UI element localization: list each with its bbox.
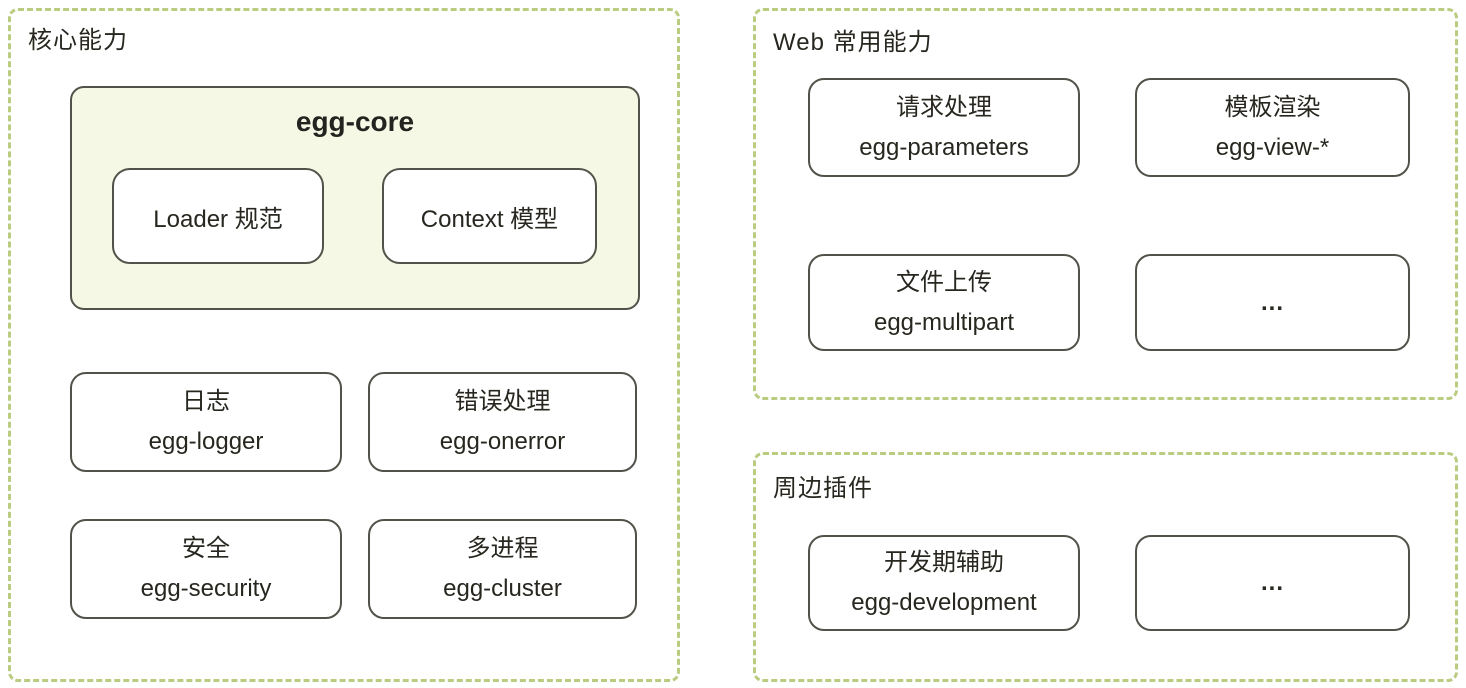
node-context: Context 模型 <box>382 168 597 264</box>
node-package: egg-security <box>140 575 272 602</box>
node-label: Loader 规范 <box>153 205 283 233</box>
node-package: egg-multipart <box>873 308 1015 336</box>
node-web-more: ... <box>1135 254 1410 351</box>
node-label: 请求处理 <box>896 93 992 121</box>
node-plugins-more: ... <box>1135 535 1410 631</box>
node-package: egg-view-* <box>1215 133 1330 161</box>
panel-plugins-title: 周边插件 <box>773 475 873 502</box>
node-label: ... <box>1260 288 1284 316</box>
node-label: 错误处理 <box>454 388 551 415</box>
node-package: egg-development <box>851 589 1037 616</box>
node-label: 文件上传 <box>896 268 992 296</box>
node-label: 模板渲染 <box>1224 93 1321 121</box>
panel-plugins <box>753 452 1458 682</box>
node-label: Context 模型 <box>420 205 559 233</box>
node-logger: 日志 egg-logger <box>70 372 342 472</box>
panel-core-title: 核心能力 <box>28 27 128 54</box>
panel-core-capabilities <box>8 8 680 682</box>
node-package: egg-onerror <box>439 428 566 455</box>
node-view: 模板渲染 egg-view-* <box>1135 78 1410 177</box>
node-security: 安全 egg-security <box>70 519 342 619</box>
node-label: 多进程 <box>466 535 539 562</box>
node-development: 开发期辅助 egg-development <box>808 535 1080 631</box>
node-package: egg-cluster <box>443 575 562 602</box>
node-label: 开发期辅助 <box>884 549 1004 576</box>
node-parameters: 请求处理 egg-parameters <box>808 78 1080 177</box>
node-label: 安全 <box>182 535 230 562</box>
node-package: egg-parameters <box>859 133 1029 161</box>
node-label: 日志 <box>182 388 230 415</box>
node-cluster: 多进程 egg-cluster <box>368 519 637 619</box>
panel-web-capabilities <box>753 8 1458 400</box>
node-loader: Loader 规范 <box>112 168 324 264</box>
node-multipart: 文件上传 egg-multipart <box>808 254 1080 351</box>
node-label: ... <box>1260 569 1284 596</box>
node-onerror: 错误处理 egg-onerror <box>368 372 637 472</box>
egg-core-title: egg-core <box>295 106 415 137</box>
node-package: egg-logger <box>148 428 264 455</box>
panel-web-title: Web 常用能力 <box>773 29 933 56</box>
egg-core-box: egg-core Loader 规范 Context 模型 <box>70 86 640 310</box>
